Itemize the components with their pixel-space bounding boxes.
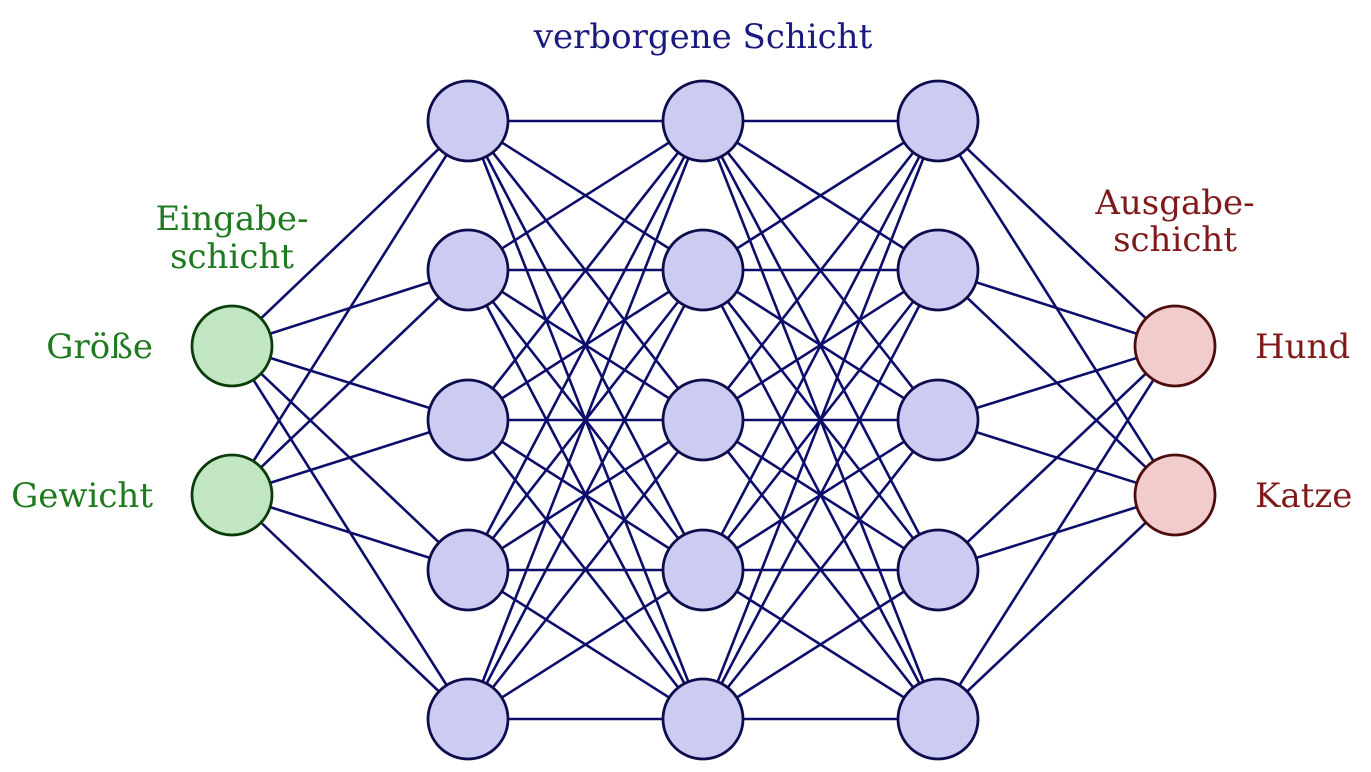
- edge-hidden-node-l3-n5-to-output-node-2: [937, 494, 1176, 720]
- hidden-node-l3-n2: [896, 228, 980, 312]
- input-label-gewicht: Gewicht: [11, 476, 153, 516]
- output-label-hund: Hund: [1255, 327, 1350, 367]
- edge-hidden-node-l2-n5-to-hidden-node-l3-n4: [702, 568, 939, 721]
- hidden-node-l2-n5: [661, 677, 745, 761]
- neurons: [190, 79, 1217, 761]
- hidden-node-l3-n5: [896, 677, 980, 761]
- edge-hidden-node-l3-n2-to-output-node-1: [937, 268, 1176, 348]
- hidden-node-l1-n5: [426, 677, 510, 761]
- output-layer-title-line-1: Ausgabe-: [1094, 183, 1254, 223]
- hidden-layer-title: verborgene Schicht: [533, 17, 873, 57]
- edge-hidden-node-l2-n5-to-hidden-node-l3-n2: [701, 269, 940, 720]
- hidden-node-l1-n3: [426, 378, 510, 462]
- edge-hidden-node-l1-n2-to-hidden-node-l2-n1: [467, 119, 704, 272]
- edge-hidden-node-l2-n2-to-hidden-node-l3-n1: [702, 119, 939, 272]
- edge-hidden-node-l2-n4-to-hidden-node-l3-n1: [701, 120, 940, 571]
- output-node-1: [1133, 304, 1217, 388]
- hidden-node-l2-n2: [661, 228, 745, 312]
- labels: verborgene Schicht Eingabe- schicht Ausg…: [11, 17, 1352, 516]
- edge-hidden-node-l3-n1-to-output-node-1: [937, 120, 1176, 347]
- hidden-node-l1-n1: [426, 79, 510, 163]
- edge-hidden-node-l1-n5-to-hidden-node-l2-n1: [466, 120, 705, 720]
- hidden-node-l1-n4: [426, 528, 510, 612]
- output-label-katze: Katze: [1255, 476, 1352, 516]
- input-layer-title-line-1: Eingabe-: [156, 199, 309, 239]
- edge-hidden-node-l2-n3-to-hidden-node-l3-n1: [701, 120, 940, 421]
- edge-hidden-node-l1-n5-to-hidden-node-l2-n3: [466, 419, 705, 720]
- hidden-node-l1-n2: [426, 228, 510, 312]
- edge-hidden-node-l3-n4-to-output-node-1: [937, 345, 1176, 571]
- edge-hidden-node-l1-n3-to-hidden-node-l2-n1: [466, 120, 705, 421]
- edge-hidden-node-l1-n5-to-hidden-node-l2-n2: [466, 269, 705, 720]
- hidden-node-l3-n3: [896, 378, 980, 462]
- hidden-node-l2-n3: [661, 378, 745, 462]
- edge-input-node-2-to-hidden-node-l1-n5: [231, 494, 469, 720]
- edge-input-node-1-to-hidden-node-l1-n1: [231, 120, 469, 347]
- edge-hidden-node-l1-n5-to-hidden-node-l2-n4: [467, 568, 704, 721]
- output-node-2: [1133, 453, 1217, 537]
- edge-input-node-2-to-hidden-node-l1-n1: [230, 120, 470, 496]
- input-layer-title-line-2: schicht: [170, 237, 294, 277]
- input-label-groesse: Größe: [46, 327, 153, 367]
- edge-hidden-node-l1-n4-to-hidden-node-l2-n1: [466, 120, 705, 571]
- edge-input-node-2-to-hidden-node-l1-n2: [231, 269, 469, 496]
- hidden-node-l3-n1: [896, 79, 980, 163]
- input-node-1: [190, 304, 274, 388]
- edge-hidden-node-l2-n5-to-hidden-node-l3-n3: [701, 419, 940, 720]
- edge-hidden-node-l3-n5-to-output-node-1: [936, 345, 1177, 720]
- hidden-node-l2-n1: [661, 79, 745, 163]
- hidden-node-l3-n4: [896, 528, 980, 612]
- input-node-2: [190, 453, 274, 537]
- hidden-node-l2-n4: [661, 528, 745, 612]
- output-layer-title-line-2: schicht: [1113, 220, 1237, 260]
- edge-hidden-node-l2-n5-to-hidden-node-l3-n1: [701, 120, 940, 720]
